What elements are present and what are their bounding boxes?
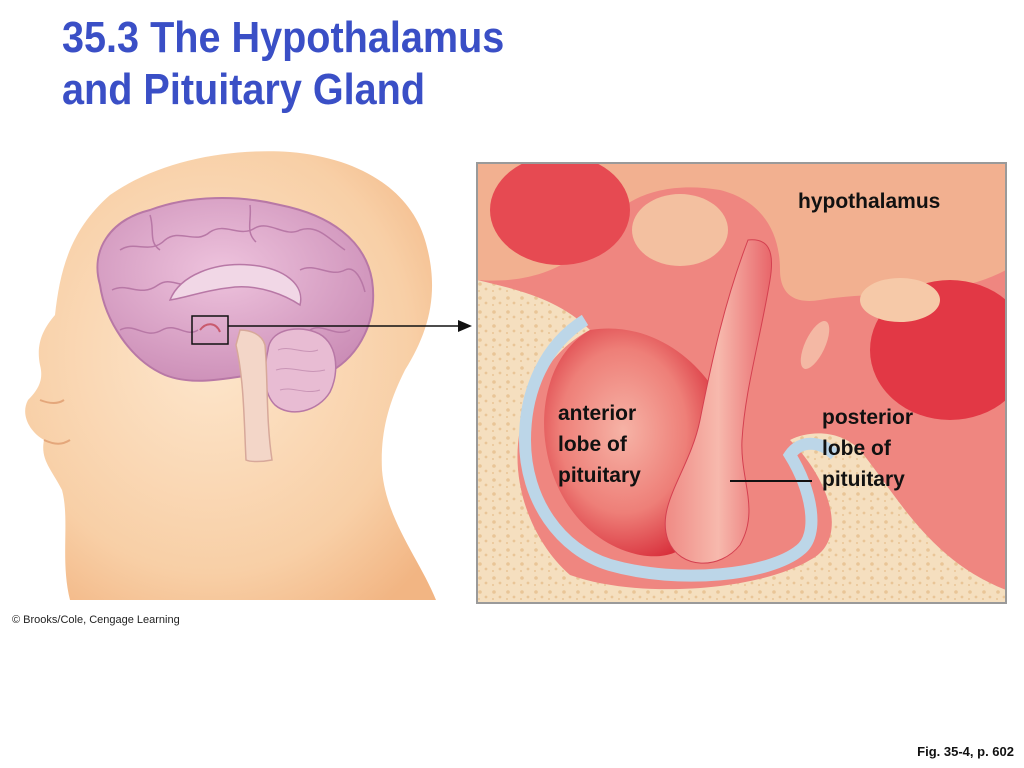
hypothalamus-label: hypothalamus: [798, 190, 941, 213]
pituitary-mini: [199, 323, 221, 333]
cerebellum-folds: [275, 348, 326, 393]
tissue-lobe-right: [860, 278, 940, 322]
nose-line: [39, 399, 65, 404]
posterior-label-line-1: posterior: [822, 406, 914, 429]
panel-border: [476, 162, 1007, 604]
tissue-lobe: [632, 194, 728, 266]
anterior-lobe-label: anterior lobe of pituitary: [558, 398, 641, 491]
zoom-arrow: [228, 320, 472, 332]
posterior-lobe-label: posterior lobe of pituitary: [822, 402, 913, 495]
copyright-credit: © Brooks/Cole, Cengage Learning: [12, 614, 180, 626]
anterior-label-line-1: anterior: [558, 402, 637, 425]
posterior-label-line-3: pituitary: [822, 468, 905, 491]
detail-panel: [476, 162, 1007, 604]
pituitary-highlight-box: [191, 315, 229, 345]
red-region-left: [490, 163, 630, 265]
sella-bone: [477, 280, 1006, 603]
corpus-callosum: [168, 263, 302, 307]
brain-gyri: [111, 204, 366, 334]
title-line-1: 35.3 The Hypothalamus: [62, 13, 505, 62]
anterior-label-line-3: pituitary: [558, 464, 641, 487]
posterior-label-line-2: lobe of: [822, 437, 891, 460]
title-line-2: and Pituitary Gland: [62, 65, 426, 114]
figure-reference: Fig. 35-4, p. 602: [917, 744, 1014, 759]
mouth-line: [43, 439, 71, 445]
dura-membrane: [518, 314, 840, 582]
small-vessel: [800, 321, 830, 369]
brainstem: [235, 329, 273, 463]
slide-title: 35.3 The Hypothalamus and Pituitary Glan…: [62, 12, 504, 116]
anterior-label-line-2: lobe of: [558, 433, 627, 456]
posterior-lobe-and-stalk: [664, 239, 773, 564]
brain: [96, 197, 375, 463]
